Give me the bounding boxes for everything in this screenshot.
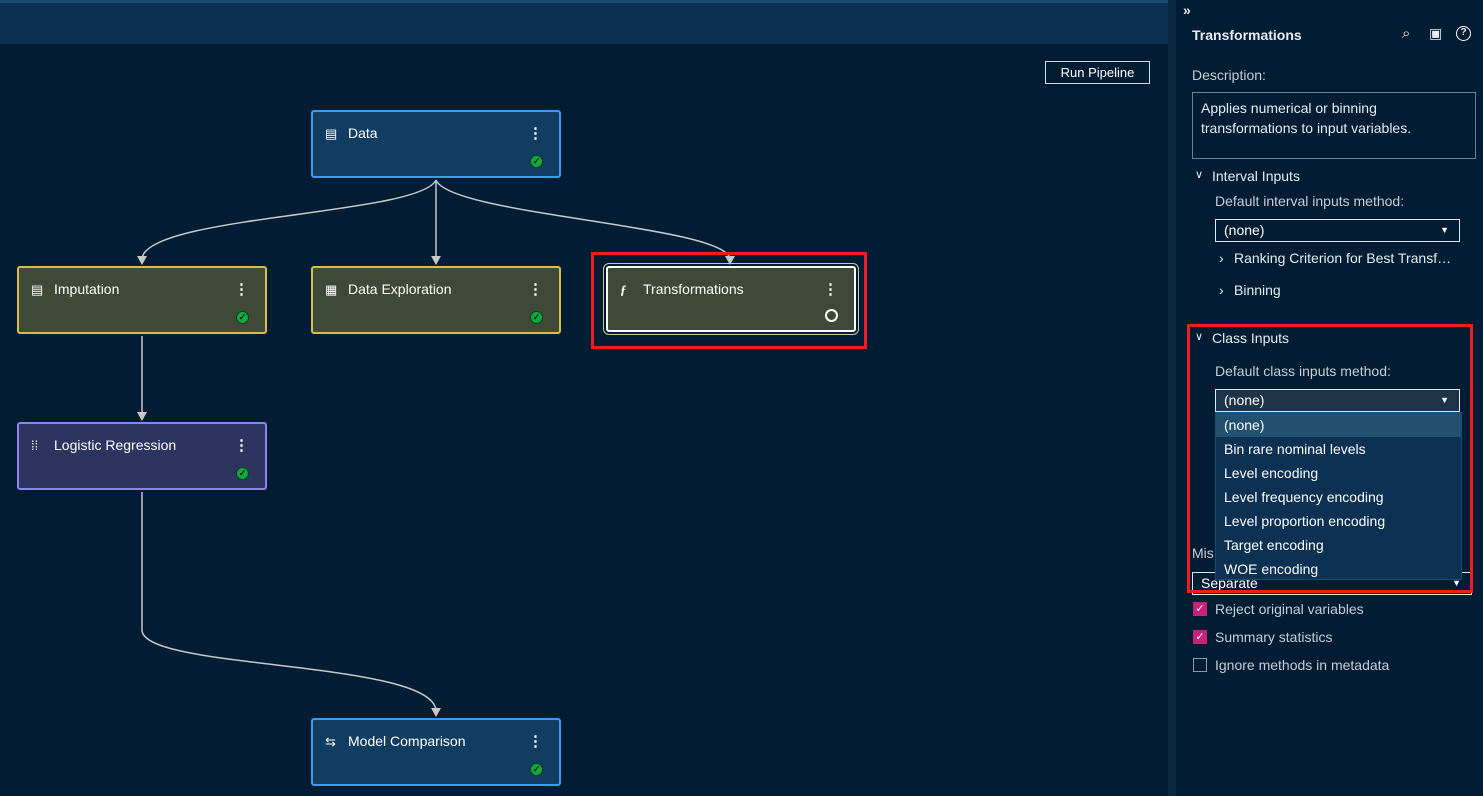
checkbox-label: Summary statistics [1215, 629, 1333, 645]
option-level-encoding[interactable]: Level encoding [1224, 465, 1319, 481]
more-options-icon[interactable]: ⋮ [528, 733, 543, 750]
node-label: Transformations [643, 281, 744, 297]
checkbox-label: Ignore methods in metadata [1215, 657, 1390, 673]
node-label: Logistic Regression [54, 437, 177, 453]
connector-data-transformations [435, 179, 731, 259]
more-options-icon[interactable]: ⋮ [528, 281, 543, 298]
more-options-icon[interactable]: ⋮ [528, 125, 543, 142]
run-pipeline-button[interactable]: Run Pipeline [1045, 61, 1150, 84]
option-level-proportion-encoding[interactable]: Level proportion encoding [1224, 513, 1386, 529]
description-label: Description: [1192, 67, 1266, 83]
class-method-dropdown-list: (none) Bin rare nominal levels Level enc… [1215, 412, 1462, 580]
highlight-box [591, 252, 867, 349]
more-options-icon[interactable]: ⋮ [823, 281, 838, 298]
connector-data-imputation [141, 179, 437, 259]
pipeline-toolbar [0, 0, 1168, 44]
select-value: (none) [1224, 222, 1265, 238]
node-imputation[interactable]: ▤ Imputation ⋮ ✓ [17, 266, 267, 334]
dropdown-arrow-icon: ▼ [1440, 225, 1449, 235]
view-document-icon[interactable]: ▣ [1429, 25, 1443, 41]
node-label: Imputation [54, 281, 120, 297]
panel-splitter[interactable] [1168, 0, 1176, 796]
option-none[interactable]: (none) [1216, 413, 1461, 437]
select-value: (none) [1224, 392, 1265, 408]
chevron-down-icon[interactable]: ∨ [1195, 331, 1204, 343]
success-icon: ✓ [530, 311, 543, 324]
success-icon: ✓ [530, 155, 543, 168]
imputation-icon: ▤ [31, 282, 44, 297]
class-inputs-header[interactable]: Class Inputs [1212, 330, 1290, 346]
panel-title: Transformations [1192, 27, 1302, 43]
summary-statistics-checkbox[interactable]: ✓ [1193, 630, 1207, 644]
success-icon: ✓ [236, 311, 249, 324]
function-icon: ƒ [620, 282, 627, 297]
reject-original-variables-checkbox[interactable]: ✓ [1193, 602, 1207, 616]
node-model-comparison[interactable]: ⇆ Model Comparison ⋮ ✓ [311, 718, 561, 786]
option-target-encoding[interactable]: Target encoding [1224, 537, 1324, 553]
option-bin-rare-nominal-levels[interactable]: Bin rare nominal levels [1224, 441, 1366, 457]
option-woe-encoding[interactable]: WOE encoding [1224, 561, 1319, 577]
node-logistic-regression[interactable]: ⁞⁞ Logistic Regression ⋮ ✓ [17, 422, 267, 490]
option-level-frequency-encoding[interactable]: Level frequency encoding [1224, 489, 1384, 505]
node-data[interactable]: ▤ Data ⋮ ✓ [311, 110, 561, 178]
chevron-right-icon[interactable]: › [1219, 250, 1224, 266]
help-icon[interactable]: ? [1456, 26, 1471, 41]
binning-section[interactable]: Binning [1234, 282, 1281, 298]
ignore-methods-checkbox[interactable] [1193, 658, 1207, 672]
success-icon: ✓ [530, 763, 543, 776]
not-run-icon [825, 309, 838, 322]
chevron-down-icon[interactable]: ∨ [1195, 169, 1204, 181]
node-data-exploration[interactable]: ▦ Data Exploration ⋮ ✓ [311, 266, 561, 334]
missing-label: Mis [1192, 545, 1214, 561]
connector-logistic-comparison [141, 492, 437, 711]
collapse-panel-icon[interactable]: » [1183, 2, 1191, 18]
more-options-icon[interactable]: ⋮ [234, 437, 249, 454]
pipeline-connectors [137, 179, 735, 717]
class-method-label: Default class inputs method: [1215, 363, 1391, 379]
dropdown-arrow-icon: ▼ [1440, 395, 1449, 405]
chevron-right-icon[interactable]: › [1219, 282, 1224, 298]
table-icon: ▤ [325, 126, 338, 141]
data-exploration-icon: ▦ [325, 282, 338, 297]
class-method-select[interactable]: (none) ▼ [1215, 389, 1460, 412]
interval-method-label: Default interval inputs method: [1215, 193, 1405, 209]
model-comparison-icon: ⇆ [325, 734, 336, 749]
dropdown-arrow-icon: ▼ [1452, 578, 1461, 588]
success-icon: ✓ [236, 467, 249, 480]
description-text: Applies numerical or binning transformat… [1192, 92, 1476, 159]
highlight-box [1187, 324, 1473, 593]
node-label: Data Exploration [348, 281, 452, 297]
node-transformations[interactable]: ƒ Transformations ⋮ [603, 263, 859, 335]
search-icon[interactable]: ⌕ [1402, 25, 1411, 42]
node-label: Data [348, 125, 378, 141]
interval-method-select[interactable]: (none) ▼ [1215, 219, 1460, 242]
more-options-icon[interactable]: ⋮ [234, 281, 249, 298]
interval-inputs-header[interactable]: Interval Inputs [1212, 168, 1300, 184]
checkbox-label: Reject original variables [1215, 601, 1364, 617]
regression-icon: ⁞⁞ [31, 438, 39, 453]
node-label: Model Comparison [348, 733, 466, 749]
ranking-criterion-section[interactable]: Ranking Criterion for Best Transf… [1234, 250, 1452, 266]
